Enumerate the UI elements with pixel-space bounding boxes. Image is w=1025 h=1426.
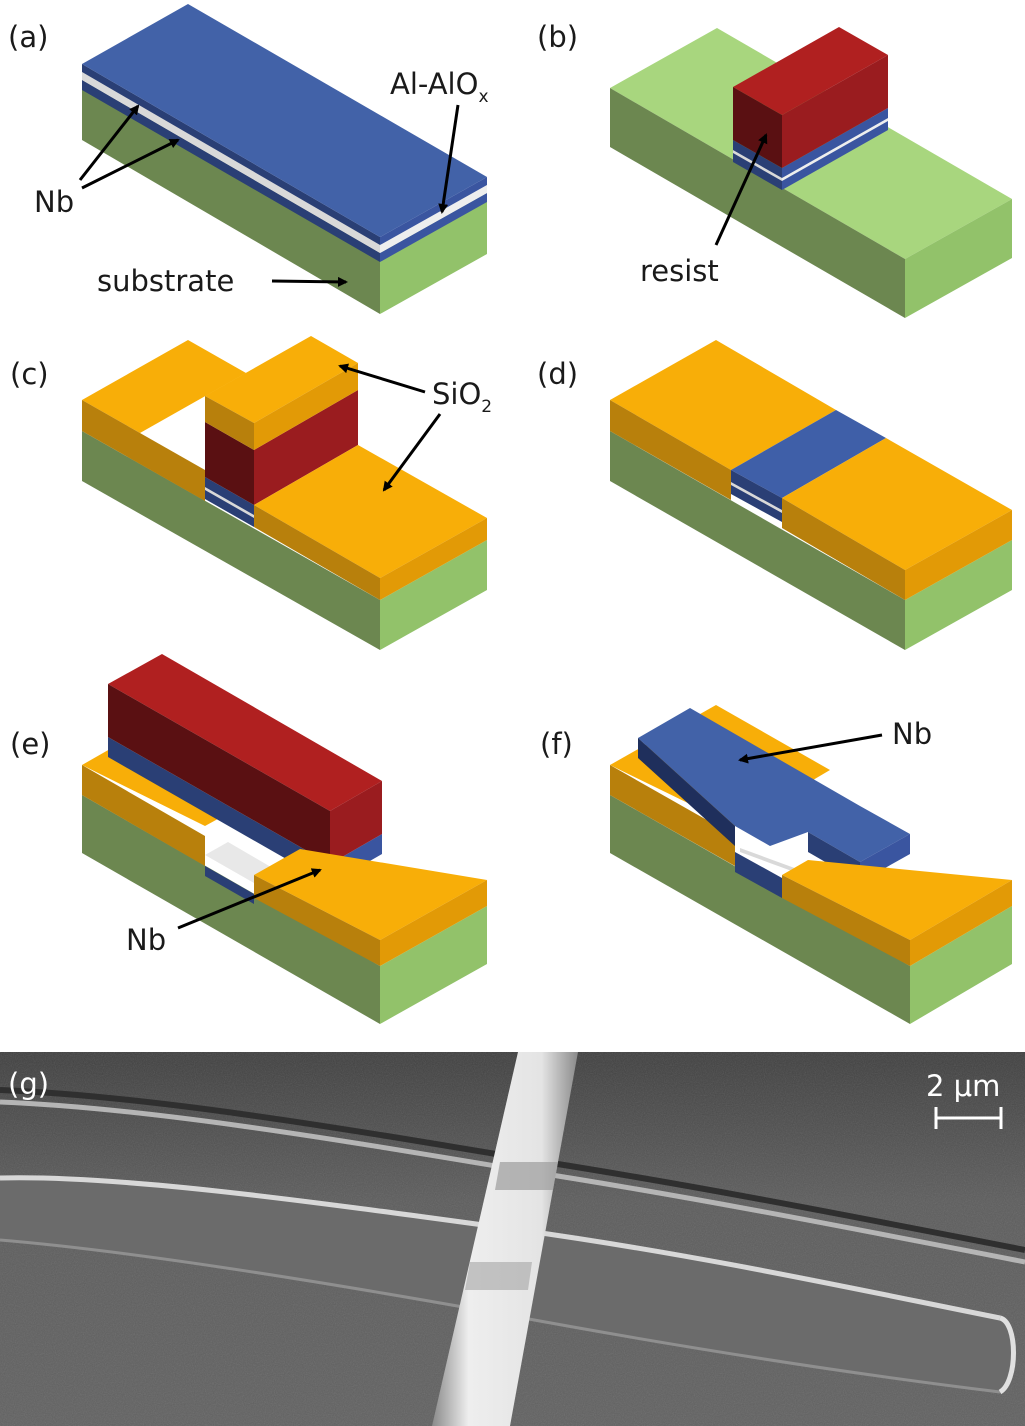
sio2-back-top: [610, 340, 836, 470]
substrate-label: substrate: [97, 264, 234, 298]
nb-top-layer-left: [82, 64, 380, 245]
sio2-label: SiO2: [432, 377, 492, 417]
sem-vertical-wire-band-2: [465, 1262, 532, 1290]
sem-vertical-wire: [432, 1052, 578, 1426]
sio2-cap-right: [254, 363, 358, 450]
nb-arrow-a-lower: [81, 138, 180, 190]
substrate-left-face: [610, 88, 905, 318]
nb-arrow-f: [738, 733, 883, 764]
sio2-front-left: [782, 498, 905, 600]
junction-nb-left: [205, 866, 254, 904]
sio2-back-left: [610, 400, 731, 500]
nb-label-f: Nb: [892, 717, 932, 751]
panel-c: (c) SiO2: [10, 336, 492, 650]
sem-wire-end: [998, 1315, 1016, 1395]
nb-label-a: Nb: [34, 185, 74, 219]
panel-f-label: (f): [540, 727, 573, 761]
panel-a: (a) Al-AlOx Nb substrate: [8, 4, 489, 314]
stack-al-left: [205, 487, 254, 518]
substrate-right-face: [905, 199, 1012, 318]
nb-bottom-layer-left: [82, 80, 380, 262]
stack-al-right: [782, 118, 888, 181]
sio2-front-top: [782, 438, 1012, 570]
nb-arrow-e: [177, 868, 322, 930]
scale-bar-label: 2 μm: [926, 1069, 1000, 1103]
nb-wire-left: [638, 738, 735, 846]
substrate-left-face: [82, 795, 380, 1024]
sio2-front-left: [254, 505, 380, 600]
al-layer-right: [380, 185, 487, 253]
sio2-cap-top: [205, 336, 358, 423]
substrate-right-face: [380, 540, 487, 650]
junction-al-left: [740, 848, 800, 874]
resist-label: resist: [640, 254, 719, 288]
resist-right-face: [782, 55, 888, 168]
panel-a-label: (a): [8, 20, 48, 54]
substrate-right-face: [380, 906, 487, 1024]
sio2-back-top: [82, 340, 246, 433]
junction-top: [731, 410, 886, 498]
substrate-left-face: [610, 795, 910, 1024]
sio2-front-top: [782, 860, 1012, 940]
substrate-left-face: [82, 80, 380, 314]
panel-c-label: (c): [10, 357, 49, 391]
substrate-left-face: [82, 431, 380, 650]
resist-nb-left: [108, 737, 330, 884]
al-alox-subscript: x: [478, 87, 488, 107]
sio2-subscript: 2: [481, 397, 492, 417]
sio2-front-right: [380, 518, 487, 600]
panel-d-label: (d): [537, 357, 578, 391]
panel-e-label: (e): [10, 727, 50, 761]
junction-al-left: [731, 482, 782, 513]
sio2-front-right: [380, 880, 487, 966]
nb-top-layer-right: [380, 177, 487, 245]
nb-wire-top: [638, 708, 910, 862]
sio2-front-left: [254, 875, 380, 966]
al-layer-left: [82, 72, 380, 253]
panel-g-label: (g): [8, 1067, 49, 1101]
substrate-left-face: [610, 431, 905, 650]
resist-left-face: [108, 684, 330, 864]
al-alox-arrow: [438, 104, 460, 214]
sio2-front-right: [910, 880, 1012, 966]
panel-e: (e) Nb: [10, 654, 487, 1024]
substrate-right-face: [910, 906, 1012, 1024]
substrate-arrow: [271, 276, 348, 287]
sio2-cap-left: [205, 396, 254, 450]
resist-right-face: [254, 390, 358, 505]
panel-b-label: (b): [537, 20, 578, 54]
sio2-back-top: [82, 749, 225, 826]
resist-top-face: [108, 654, 382, 811]
sio2-front-top: [254, 445, 487, 578]
sio2-arrow-lower: [382, 413, 442, 492]
sio2-front-right: [905, 510, 1012, 600]
nb-arrow-a-upper: [78, 104, 140, 181]
sio2-arrow-upper: [338, 363, 426, 394]
sio2-back-left: [82, 400, 205, 501]
panel-f: (f) Nb: [540, 705, 1012, 1024]
resist-right-face: [330, 781, 382, 864]
sio2-front-left: [782, 875, 910, 966]
panel-g-sem-image: (g) 2 μm: [0, 1052, 1025, 1426]
panel-d: (d): [537, 340, 1012, 650]
resist-left-face: [205, 422, 254, 505]
nb-top-face: [82, 4, 487, 237]
al-alox-label: Al-AlOx: [390, 67, 489, 107]
sem-vertical-wire-band-1: [495, 1162, 558, 1190]
resist-top-face: [733, 27, 888, 115]
resist-arrow: [714, 133, 768, 246]
junction-nb-left: [735, 852, 782, 898]
substrate-right-face: [905, 540, 1012, 650]
al-alox-text: Al-AlO: [390, 67, 478, 101]
panel-b: (b) resist: [537, 20, 1012, 318]
sio2-back-left: [610, 765, 735, 866]
nb-bottom-layer-right: [380, 193, 487, 262]
sio2-text: SiO: [432, 377, 481, 411]
stack-al-left: [733, 150, 782, 181]
substrate-right-face: [380, 193, 487, 314]
resist-left-face: [733, 87, 782, 168]
nb-label-e: Nb: [126, 923, 166, 957]
sio2-back-left: [82, 765, 205, 866]
